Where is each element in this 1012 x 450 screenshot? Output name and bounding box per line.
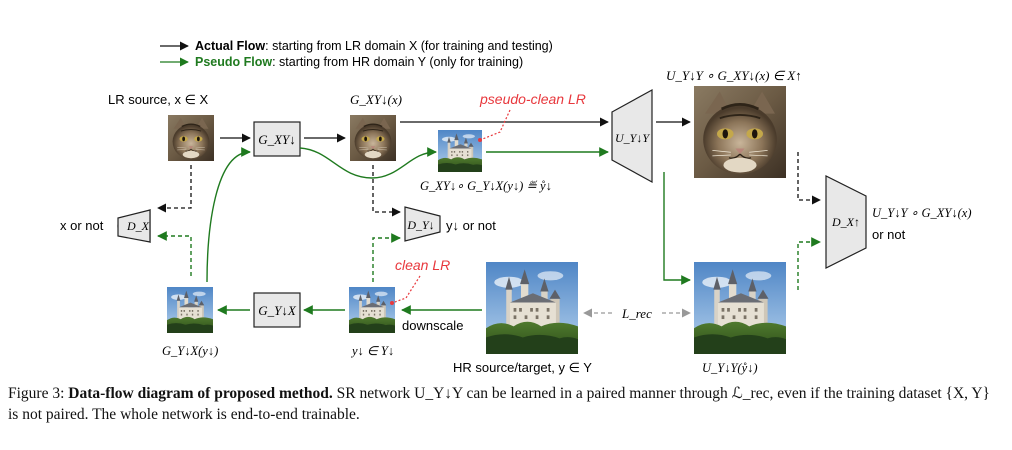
d-x-up-block: D_X↑ <box>825 175 867 269</box>
svg-text:U_Y↓Y: U_Y↓Y <box>615 131 650 145</box>
castle-image-y-down <box>349 287 395 333</box>
label-y-down-in: y↓ ∈ Y↓ <box>350 344 394 358</box>
legend: Actual Flow: starting from LR domain X (… <box>160 39 553 69</box>
label-clean-lr: clean LR <box>395 257 450 273</box>
label-u-of-ring: U_Y↓Y(ẙ↓) <box>702 361 758 375</box>
label-g-yx-of-ydown: G_Y↓X(y↓) <box>162 344 218 358</box>
svg-text:G_XY↓: G_XY↓ <box>258 132 296 147</box>
cat-image-lr-source <box>168 115 214 161</box>
label-lr-source: LR source, x ∈ X <box>108 92 209 107</box>
label-or-not-right: or not <box>872 227 906 242</box>
pseudo-flow-arrows <box>157 147 821 315</box>
pseudo-clean-marker <box>478 138 482 142</box>
legend-pseudo-label: Pseudo Flow: starting from HR domain Y (… <box>195 55 523 69</box>
figure-caption: Figure 3: Data-flow diagram of proposed … <box>8 383 1004 425</box>
cat-image-g-xy-output <box>350 115 396 161</box>
label-x-or-not: x or not <box>60 218 104 233</box>
label-g-xy-of-x: G_XY↓(x) <box>350 92 402 107</box>
caption-prefix: Figure 3: <box>8 385 69 402</box>
d-x-block: D_X <box>117 209 151 243</box>
label-downscale: downscale <box>402 318 463 333</box>
label-pseudo-clean-lr: pseudo-clean LR <box>479 91 586 107</box>
svg-text:D_Y↓: D_Y↓ <box>406 218 434 232</box>
castle-image-hr-source <box>486 262 578 354</box>
castle-image-g-yx-output <box>167 287 213 333</box>
label-y-down-or-not: y↓ or not <box>446 218 496 233</box>
label-g-compose: G_XY↓∘ G_Y↓X(y↓) ≝ ẙ↓ <box>420 179 552 193</box>
g-yx-block: G_Y↓X <box>253 292 301 328</box>
u-yy-block: U_Y↓Y <box>611 88 653 184</box>
legend-actual-label: Actual Flow: starting from LR domain X (… <box>195 39 553 53</box>
caption-bold: Data-flow diagram of proposed method. <box>68 385 333 402</box>
cat-image-sr-output <box>694 86 786 178</box>
label-hr-source: HR source/target, y ∈ Y <box>453 360 592 375</box>
castle-image-pseudo-clean <box>438 130 482 172</box>
label-l-rec: L_rec <box>621 306 652 321</box>
svg-text:D_X: D_X <box>126 219 150 233</box>
data-flow-diagram: Actual Flow: starting from LR domain X (… <box>60 39 972 375</box>
clean-lr-marker <box>390 301 394 305</box>
label-u-g-x: U_Y↓Y ∘ G_XY↓(x) <box>872 206 972 220</box>
svg-text:G_Y↓X: G_Y↓X <box>258 303 297 318</box>
svg-text:D_X↑: D_X↑ <box>831 215 860 229</box>
caption-text: SR network U_Y↓Y can be learned in a pai… <box>8 385 990 423</box>
castle-image-sr-from-pseudo <box>694 262 786 354</box>
annotation-pointers <box>391 109 511 304</box>
d-y-down-block: D_Y↓ <box>404 206 441 242</box>
g-xy-down-block: G_XY↓ <box>253 121 301 157</box>
label-u-g-x-in-x-up: U_Y↓Y ∘ G_XY↓(x) ∈ X↑ <box>666 68 802 83</box>
